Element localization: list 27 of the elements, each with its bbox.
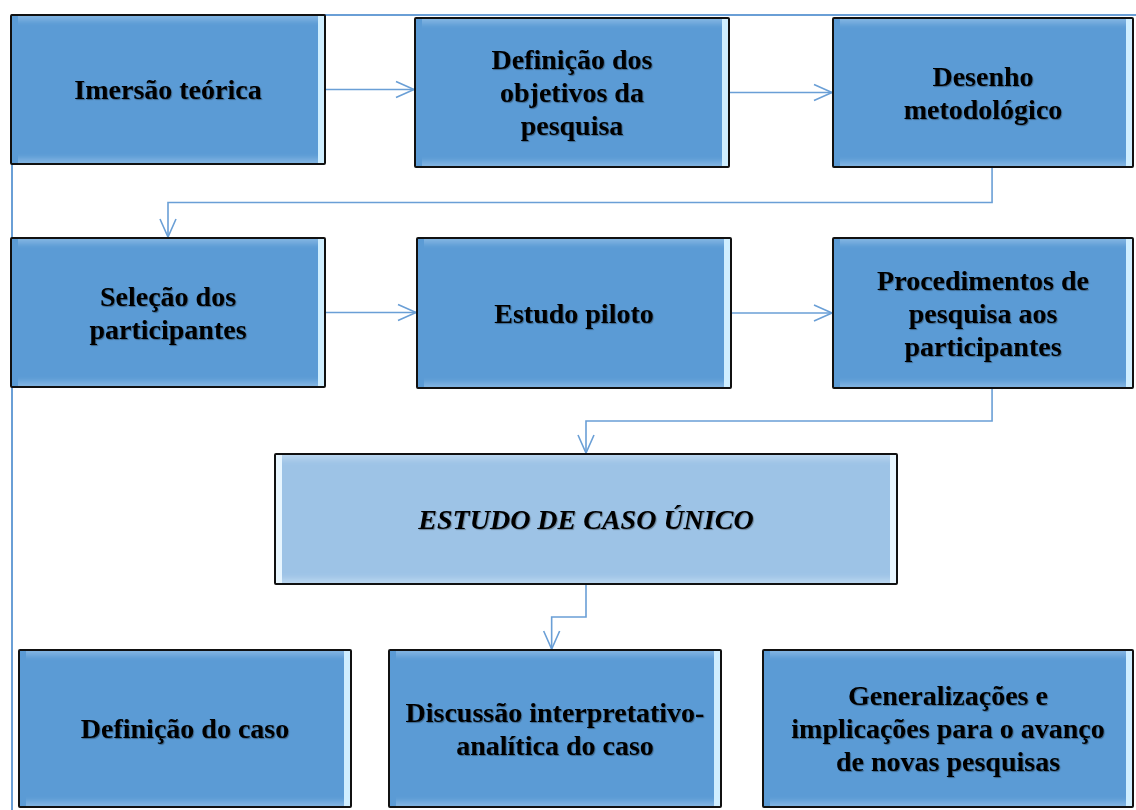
- arrow: [325, 303, 417, 322]
- process-box: [388, 649, 722, 808]
- process-box: [414, 17, 730, 168]
- arrow: [731, 304, 833, 322]
- process-box: [18, 649, 352, 808]
- process-box: [832, 237, 1134, 389]
- box-label: Imersão teórica: [73, 73, 263, 106]
- box-label: Seleção dos participantes: [88, 279, 248, 346]
- arrow: [325, 80, 415, 99]
- arrow: [542, 584, 587, 650]
- process-box: [416, 237, 732, 389]
- box-label: ESTUDO DE CASO ÚNICO: [417, 502, 755, 536]
- process-box: [832, 17, 1134, 168]
- box-label: Generalizações e implicações para o avanço de novas pesquisas: [790, 679, 1106, 778]
- process-box: [10, 237, 326, 388]
- arrow: [729, 83, 833, 102]
- box-label: Procedimentos de pesquisa aos participantes: [876, 263, 1090, 363]
- box-label: Definição do caso: [79, 712, 291, 745]
- arrow: [159, 167, 993, 238]
- box-label: Discussão interpretativo-analítica do caso: [404, 695, 706, 762]
- box-label: Definição dos objetivos da pesquisa: [490, 43, 654, 142]
- arrow: [577, 388, 993, 454]
- process-box: [762, 649, 1134, 808]
- process-box: [10, 14, 326, 165]
- box-label: Desenho metodológico: [902, 59, 1064, 126]
- box-label: Estudo piloto: [493, 296, 655, 330]
- process-box: [274, 453, 898, 585]
